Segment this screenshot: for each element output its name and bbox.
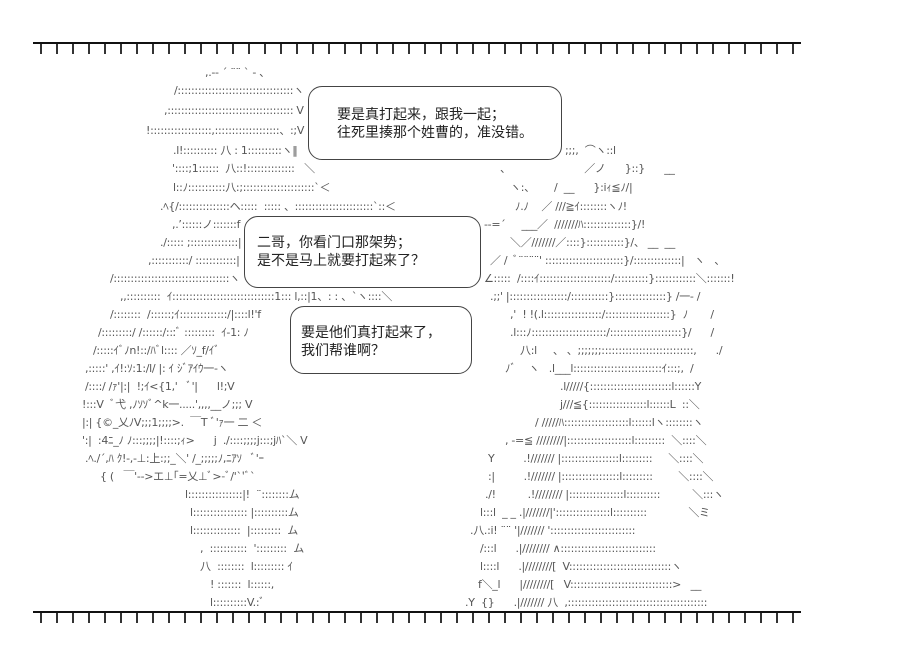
art-line: ,.-‐ ´ ¨¨ ` ‐ 、 bbox=[205, 66, 270, 79]
art-line: , ‐=≦ ////////|:::::::::::::::::::l:::::… bbox=[505, 434, 707, 447]
art-line: ,:::::' ,ｲ!:ｿ:1:/l/ |: ｲ ｼﾞｱｲｳ一-ヽ bbox=[85, 362, 229, 375]
art-line: ./::::: ;::::::::::::::| bbox=[160, 236, 242, 249]
art-line: j///≦{:::::::::::::::::l::::::L ::＼ bbox=[560, 398, 700, 411]
dialogue-line: 要是他们真打起来了， bbox=[301, 325, 441, 341]
art-line: .Y {} .|/////// 八 ,:::::::::::::::::::::… bbox=[465, 596, 708, 609]
art-line: 八:l 、 、;;;;;;;::::::::::::::::::::::::::… bbox=[520, 344, 723, 357]
art-line: |:| {©_乂ﾉV;;;1;;;;>. ￣T ﾞ'ｧ一 二 ＜ bbox=[82, 416, 263, 429]
art-line: ﾉﾞ ヽ .l___l::::::::::::::::::::::::::ｲ::… bbox=[505, 362, 694, 375]
art-line: 八 :::::::: l::::::::: ｲ bbox=[200, 560, 293, 573]
dialogue-line: 是不是马上就要打起来了？ bbox=[257, 253, 425, 269]
speech-bubble-1: 要是真打起来，跟我一起； 往死里揍那个姓曹的，准没错。 bbox=[308, 86, 562, 160]
art-line: .l:::ﾉ::::::::::::::::::::::/:::::::::::… bbox=[510, 326, 714, 339]
art-line: l:::::::::::::::: |::::::::::ム bbox=[190, 506, 299, 519]
art-line: Y .!/////// |:::::::::::::::::l:::::::::… bbox=[488, 452, 704, 465]
art-line: /:::::::: /::::::;ｲ::::::::::::::/|::::l… bbox=[110, 308, 261, 321]
dialogue-line: 二哥，你看门口那架势； bbox=[257, 235, 411, 251]
art-line: ,,:::::::::: ｲ::::::::::::::::::::::::::… bbox=[120, 290, 393, 303]
art-line: ,::::::::::::::::::::::::::::::::::::: V bbox=[164, 104, 304, 117]
art-line: .l!:::::::::: 八 : 1::::::::::ヽ‖ bbox=[173, 144, 298, 157]
art-line: l::::::::::::::::|! ¨::::::::ム bbox=[185, 488, 300, 501]
dialogue-line: 我们帮谁啊？ bbox=[301, 343, 385, 359]
speech-bubble-2: 二哥，你看门口那架势； 是不是马上就要打起来了？ bbox=[244, 216, 481, 288]
art-line: { ( ￣'‐‐>エ⊥｢=乂⊥ﾞ>-ﾞ/'`'ﾞ` bbox=[100, 470, 256, 483]
art-line: , ::::::::::: '::::::::: ム bbox=[200, 542, 304, 555]
art-line: .;;' |:::::::::::::::::/:::::::::::}::::… bbox=[490, 290, 701, 303]
art-line: :| .!/////// |:::::::::::::::::l::::::::… bbox=[488, 470, 714, 483]
art-line: /::::/ /ｧ'|:| !;ｲ<{1,' ﾞ'| l!;V bbox=[85, 380, 235, 393]
art-line: /:::::ｲﾞﾉn!::/ﾊﾞl:::: ／ｿ_f/ｲﾞ bbox=[93, 344, 220, 357]
art-line: / /////ﾊ:::::::::::::::::::l::::::lヽ::::… bbox=[535, 416, 704, 429]
art-line: ‐‐=´ ___／ ///////ﾊ::::::::::::::}/! bbox=[484, 218, 646, 231]
art-line: !:::V ﾞ弋 ,ﾉｿｿﾞ^k一.....',,,,__ノ;;; V bbox=[82, 398, 253, 411]
art-line: /::::::::::::::::::::::::::::::::::ヽ bbox=[110, 272, 240, 285]
art-line: ＼／///////／::::}:::::::::::}/、 __ __ bbox=[510, 236, 675, 249]
art-line: ,' ! !(.l:::::::::::::::::/:::::::::::::… bbox=[510, 308, 714, 321]
art-line: ./! .!//////// |::::::::::::::::l:::::::… bbox=[485, 488, 724, 501]
dialogue-line: 往死里揍那个姓曹的，准没错。 bbox=[337, 125, 533, 141]
art-line: /::::::::::::::::::::::::::::::::::ヽ bbox=[174, 84, 304, 97]
dialogue-line: 要是真打起来，跟我一起； bbox=[337, 107, 505, 123]
art-line: ﾉ.ﾉ ／ ///≧ｲ::::::::ヽﾉ! bbox=[515, 200, 627, 213]
art-line: l:::l _ _ .|///////|'::::::::::::::::l::… bbox=[480, 506, 710, 519]
art-line: l:::::::::::::: |::::::::: ム bbox=[190, 524, 298, 537]
art-line: ／ / ﾞ¨¨¨¨' :::::::::::::::::::::::}/::::… bbox=[490, 254, 725, 267]
art-line: '::::;1:::::: 八::!:::::::::::::: ＼ bbox=[172, 162, 315, 175]
art-line: l::::::::::V.:ﾞ bbox=[210, 596, 265, 609]
art-line: .ﾍ./´,ﾊ ｸ!-,-⊥:上:;;_＼' /_;;;;;ﾉ,ﾆｱｿ ﾞ'ｰ bbox=[85, 452, 264, 465]
art-line: 、 ／ノ }::} __ bbox=[500, 162, 675, 175]
art-line: !::::::::::::::::::,:::::::::::::::::::、… bbox=[146, 124, 305, 137]
art-line: .ﾍ{/:::::::::::::::ヘ::::: ::::: 、:::::::… bbox=[160, 200, 396, 213]
art-line: ヽ:、 / __ }:iｨ≦ﾉ/| bbox=[510, 181, 633, 194]
art-line: l::::l .|////////[ V::::::::::::::::::::… bbox=[480, 560, 682, 573]
art-line: .l/////{::::::::::::::::::::::::l::::::Y bbox=[560, 380, 702, 393]
art-line: ,.’::::::ノ:::::::f bbox=[172, 218, 241, 231]
bottom-ruler bbox=[33, 611, 801, 623]
top-ruler bbox=[33, 42, 801, 54]
art-line: .八.:i! ¨¨ '|/////// ':::::::::::::::::::… bbox=[470, 524, 636, 537]
art-line: ∠::::: /::::ｲ:::::::::::::::::::::/:::::… bbox=[484, 272, 735, 285]
art-line: ':| :4ﾆ_ﾉ ﾉ:::;;;;|!::::;ｨ> j ./::::;;;;… bbox=[82, 434, 308, 447]
art-line: /:::::::::/ /::::::/:::ﾞ ::::::::: ｲ-1: … bbox=[98, 326, 249, 339]
art-line: f＼_l |////////[ V:::::::::::::::::::::::… bbox=[478, 578, 702, 591]
art-line: l::ﾉ:::::::::::八:;:::::::::::::::::::::`… bbox=[173, 181, 331, 194]
speech-bubble-3: 要是他们真打起来了， 我们帮谁啊？ bbox=[290, 306, 472, 374]
art-line: ;;;, ⌒ヽ::l bbox=[565, 144, 616, 157]
art-line: ,:::::::::::/ ::::::::::::| bbox=[148, 254, 240, 267]
art-line: ! ::::::: l::::::, bbox=[210, 578, 274, 591]
art-line: /:::l .|//////// ∧::::::::::::::::::::::… bbox=[480, 542, 656, 555]
